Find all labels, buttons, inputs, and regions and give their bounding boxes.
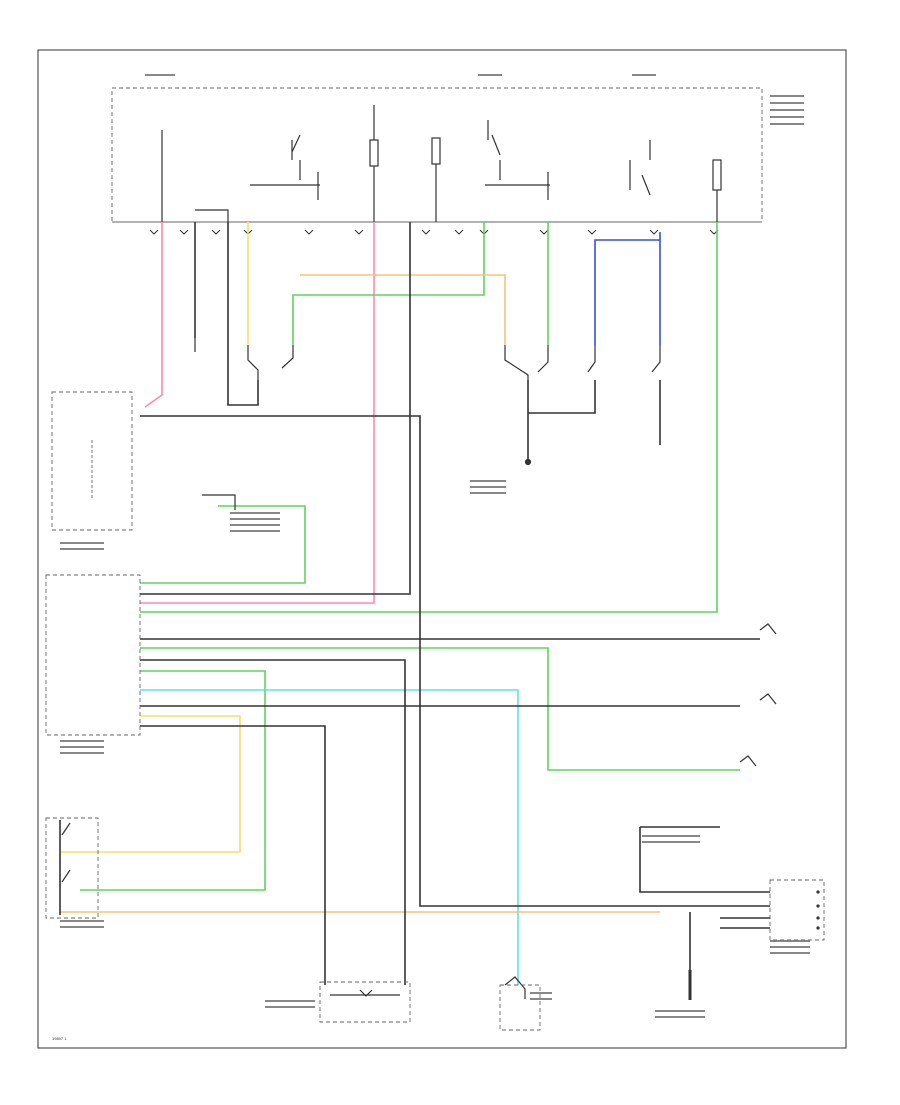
data-link-connector: [769, 879, 825, 941]
wire-pink-center: [140, 222, 375, 604]
figure-id: 19897 1: [52, 1036, 67, 1041]
wire-cyan: [140, 689, 519, 985]
wire-green-left-headlamp: [292, 222, 485, 345]
wire-yellow-switch: [60, 715, 241, 853]
connector-pins: [149, 229, 719, 235]
multifunction-switch: [45, 817, 99, 919]
component-symbols: [61, 338, 777, 999]
wire-pink-left: [144, 222, 163, 408]
underhood-fuse-box: [111, 87, 763, 223]
dlc-pins: [816, 890, 820, 930]
wire-green-dimmer: [140, 647, 740, 771]
wires-black: [59, 222, 770, 985]
wire-green-right: [140, 222, 718, 613]
wire-green-switch: [80, 670, 266, 891]
wire-green-cluster: [140, 505, 306, 584]
diagram-border: [37, 49, 847, 1049]
wire-blue-left: [594, 239, 660, 345]
park-brake-switch: [499, 984, 541, 1031]
fuse-box-internals: [161, 105, 722, 222]
body-control-module: [45, 574, 141, 736]
label-marks: [60, 74, 810, 1018]
ground-symbols: [524, 458, 692, 1000]
wire-orange-top: [300, 274, 506, 345]
instrument-cluster: [51, 391, 133, 531]
ambient-light-sensor: [319, 981, 411, 1023]
